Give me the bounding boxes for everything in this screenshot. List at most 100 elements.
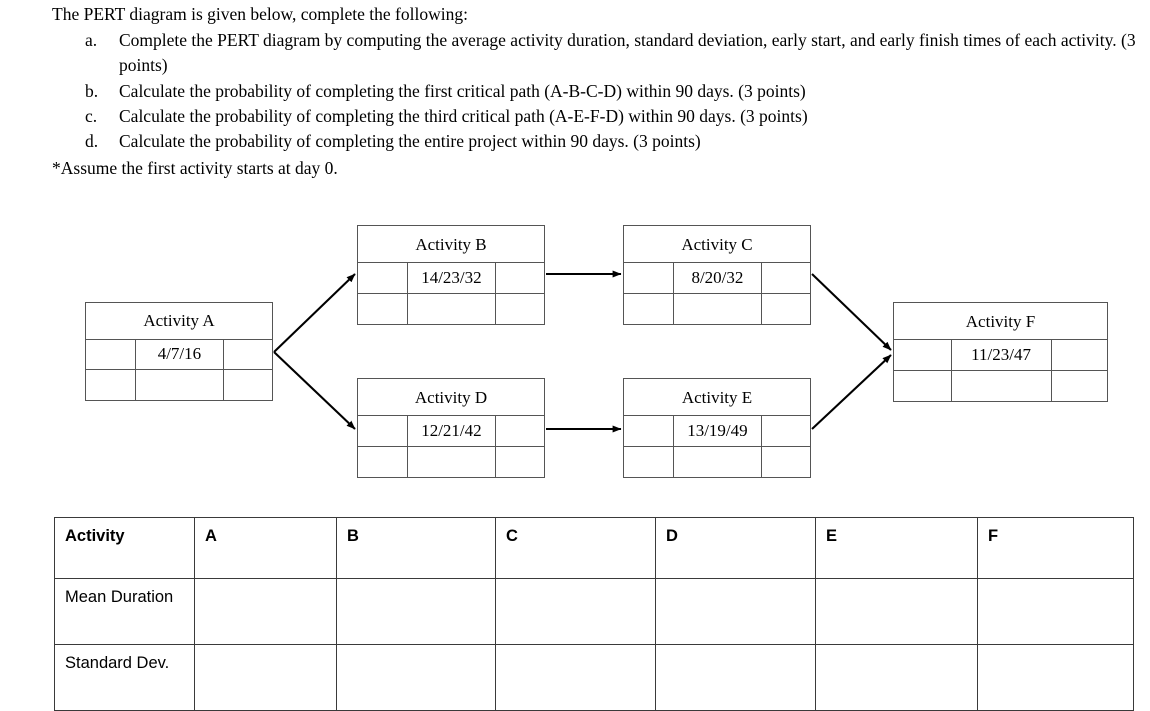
cell-sd-e[interactable]	[815, 644, 978, 711]
prompt-item-a-text: Complete the PERT diagram by computing t…	[119, 29, 1136, 76]
activity-node-d-early-start[interactable]	[358, 416, 409, 446]
activity-node-a-estimates: 4/7/16	[136, 339, 224, 369]
table-row-standard-dev: Standard Dev.	[54, 644, 1134, 711]
activity-node-c-estimate-row: 8/20/32	[624, 263, 810, 294]
activity-node-a-duration[interactable]	[136, 369, 224, 400]
activity-node-f-early-start[interactable]	[894, 340, 952, 370]
activity-node-a-early-finish[interactable]	[224, 340, 272, 369]
question-prompt: The PERT diagram is given below, complet…	[52, 2, 1142, 181]
activity-node-b-estimate-row: 14/23/32	[358, 263, 544, 294]
table-header-e: E	[815, 517, 978, 579]
row-label-standard-dev: Standard Dev.	[54, 644, 195, 711]
activity-node-e-title: Activity E	[624, 379, 810, 417]
activity-node-c-title: Activity C	[624, 226, 810, 264]
activity-node-e-blank-row	[624, 446, 810, 477]
activity-node-b-title: Activity B	[358, 226, 544, 264]
activity-node-e-late-start[interactable]	[624, 446, 675, 477]
activity-node-b-late-start[interactable]	[358, 293, 409, 324]
cell-sd-d[interactable]	[655, 644, 816, 711]
activity-node-c-late-finish[interactable]	[762, 294, 810, 324]
arrow-a-to-d	[273, 351, 356, 430]
row-label-mean-duration: Mean Duration	[54, 578, 195, 645]
prompt-item-c-text: Calculate the probability of completing …	[119, 105, 808, 126]
activity-node-d-estimates: 12/21/42	[408, 416, 496, 446]
activity-node-e-estimate-row: 13/19/49	[624, 416, 810, 447]
cell-mean-a[interactable]	[194, 578, 337, 645]
prompt-item-c-marker: c.	[85, 105, 98, 126]
cell-mean-e[interactable]	[815, 578, 978, 645]
activity-node-e-duration[interactable]	[674, 446, 762, 477]
cell-mean-b[interactable]	[336, 578, 496, 645]
prompt-item-d-marker: d.	[85, 131, 99, 152]
activity-node-f-estimate-row: 11/23/47	[894, 340, 1107, 371]
prompt-item-b: b. Calculate the probability of completi…	[52, 79, 1142, 104]
activity-node-d-title: Activity D	[358, 379, 544, 417]
cell-sd-c[interactable]	[495, 644, 656, 711]
table-header-f: F	[977, 517, 1134, 579]
activity-node-b-estimates: 14/23/32	[408, 263, 496, 293]
prompt-item-d-text: Calculate the probability of completing …	[119, 131, 701, 152]
activity-node-f-late-start[interactable]	[894, 370, 952, 401]
table-header-b: B	[336, 517, 496, 579]
activity-node-f-late-finish[interactable]	[1052, 371, 1107, 401]
table-header-d: D	[655, 517, 816, 579]
activity-node-c-early-finish[interactable]	[762, 263, 810, 292]
cell-sd-f[interactable]	[977, 644, 1134, 711]
prompt-assumption-note: *Assume the first activity starts at day…	[52, 157, 338, 178]
cell-mean-c[interactable]	[495, 578, 656, 645]
table-header-row: Activity A B C D E F	[54, 517, 1134, 579]
cell-sd-b[interactable]	[336, 644, 496, 711]
activity-node-e-estimates: 13/19/49	[674, 416, 762, 446]
activity-node-a-late-finish[interactable]	[224, 370, 272, 400]
prompt-item-c: c. Calculate the probability of completi…	[52, 104, 1142, 129]
table-header-activity: Activity	[54, 517, 195, 579]
activity-summary-table: Activity A B C D E F Mean Duration Stand…	[54, 517, 1134, 711]
table-row-mean-duration: Mean Duration	[54, 578, 1134, 645]
activity-node-c-duration[interactable]	[674, 293, 762, 324]
prompt-item-d: d. Calculate the probability of completi…	[52, 129, 1142, 154]
activity-node-d-estimate-row: 12/21/42	[358, 416, 544, 447]
activity-node-e-early-finish[interactable]	[762, 416, 810, 445]
prompt-intro: The PERT diagram is given below, complet…	[52, 4, 468, 24]
cell-sd-a[interactable]	[194, 644, 337, 711]
activity-node-c-late-start[interactable]	[624, 293, 675, 324]
activity-node-d-early-finish[interactable]	[496, 416, 544, 445]
cell-mean-f[interactable]	[977, 578, 1134, 645]
activity-node-a-late-start[interactable]	[86, 369, 137, 400]
activity-node-d-duration[interactable]	[408, 446, 496, 477]
activity-node-b-early-start[interactable]	[358, 263, 409, 293]
activity-node-a-blank-row	[86, 369, 272, 400]
activity-node-f-estimates: 11/23/47	[952, 340, 1052, 370]
activity-node-e-early-start[interactable]	[624, 416, 675, 446]
activity-node-c-estimates: 8/20/32	[674, 263, 762, 293]
activity-node-a-title: Activity A	[86, 303, 272, 340]
prompt-item-a-marker: a.	[85, 29, 98, 50]
activity-node-b-late-finish[interactable]	[496, 294, 544, 324]
arrow-c-to-f	[811, 273, 892, 351]
activity-node-a-early-start[interactable]	[86, 339, 137, 369]
table-header-a: A	[194, 517, 337, 579]
prompt-item-b-marker: b.	[85, 80, 99, 101]
activity-node-d-blank-row	[358, 446, 544, 477]
arrow-e-to-f	[811, 354, 892, 430]
activity-node-d-late-finish[interactable]	[496, 447, 544, 477]
activity-node-b-blank-row	[358, 293, 544, 324]
activity-node-f-duration[interactable]	[952, 370, 1052, 401]
activity-node-b-duration[interactable]	[408, 293, 496, 324]
activity-node-e-late-finish[interactable]	[762, 447, 810, 477]
activity-node-b-early-finish[interactable]	[496, 263, 544, 292]
activity-node-f-blank-row	[894, 370, 1107, 401]
prompt-item-list: a. Complete the PERT diagram by computin…	[52, 28, 1142, 155]
activity-node-c-early-start[interactable]	[624, 263, 675, 293]
activity-node-d-late-start[interactable]	[358, 446, 409, 477]
activity-node-f-early-finish[interactable]	[1052, 340, 1107, 369]
cell-mean-d[interactable]	[655, 578, 816, 645]
arrow-a-to-b	[273, 273, 356, 353]
prompt-item-b-text: Calculate the probability of completing …	[119, 80, 806, 101]
